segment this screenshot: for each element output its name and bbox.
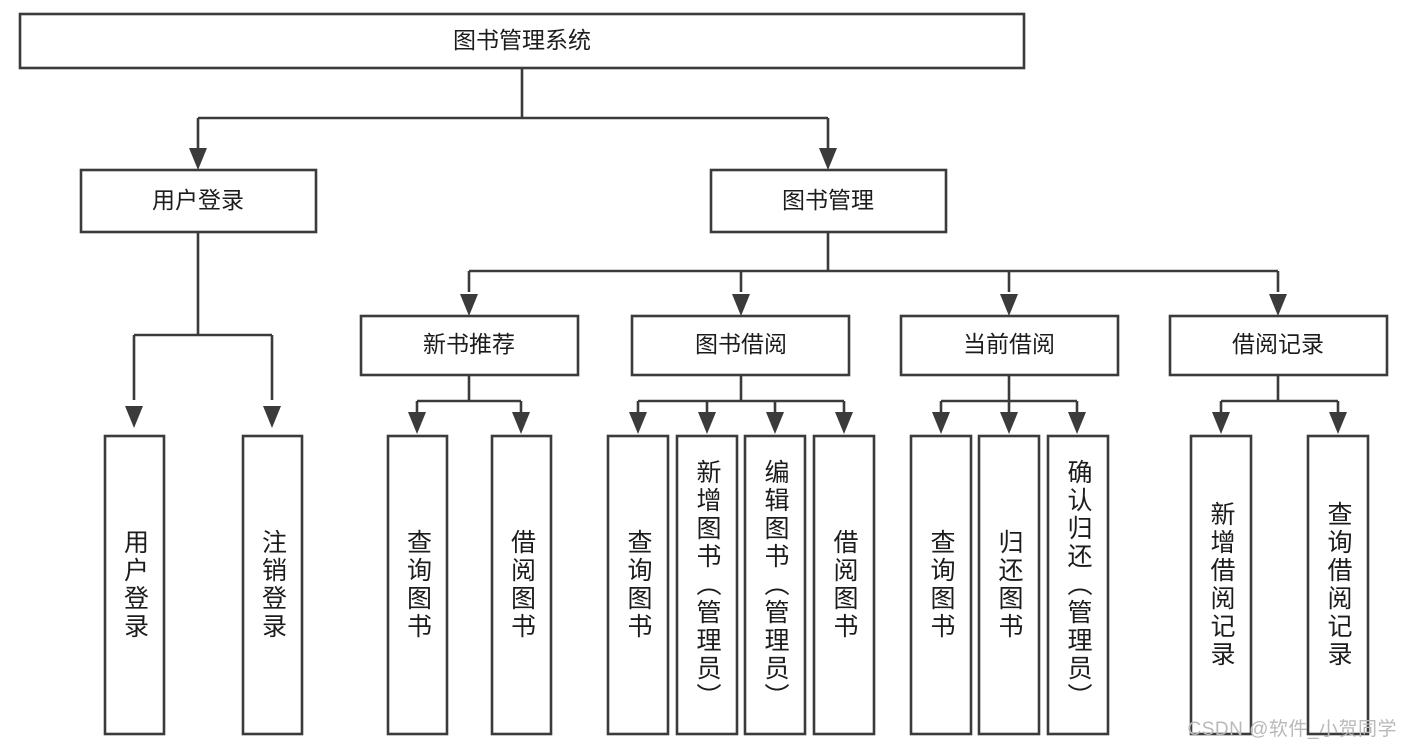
node-borrow-record[interactable]: 借阅记录 bbox=[1168, 314, 1389, 377]
arrow-to-borrow-record bbox=[1269, 294, 1287, 316]
connector-user-login-to-leaves bbox=[125, 232, 281, 428]
node-leaf-confirm-return[interactable] bbox=[1046, 434, 1110, 736]
node-new-book-recommend-label: 新书推荐 bbox=[423, 331, 515, 357]
connector-new-book-recommend-to-leaves bbox=[408, 375, 530, 434]
node-book-borrow[interactable]: 图书借阅 bbox=[630, 314, 851, 377]
arrow-to-book-borrow bbox=[732, 294, 750, 316]
connector-book-borrow-to-leaves bbox=[629, 375, 853, 434]
node-leaf-borrow-book-1[interactable] bbox=[490, 434, 553, 736]
arrow-to-leaf-query-book-1 bbox=[408, 412, 426, 434]
arrow-to-leaf-query-record bbox=[1329, 412, 1347, 434]
arrow-to-leaf-add-record bbox=[1212, 412, 1230, 434]
node-leaf-add-record[interactable] bbox=[1189, 434, 1253, 736]
node-current-borrow[interactable]: 当前借阅 bbox=[899, 314, 1120, 377]
node-leaf-user-login[interactable] bbox=[103, 434, 166, 736]
node-leaf-borrow-book-2[interactable] bbox=[812, 434, 876, 736]
arrow-to-book-manage bbox=[819, 148, 837, 170]
node-user-login-label: 用户登录 bbox=[152, 187, 244, 213]
arrow-to-leaf-add-book bbox=[698, 412, 716, 434]
node-leaf-query-record[interactable] bbox=[1306, 434, 1370, 736]
node-leaf-logout-login[interactable] bbox=[241, 434, 304, 736]
node-book-manage[interactable]: 图书管理 bbox=[709, 168, 948, 234]
arrow-to-leaf-edit-book bbox=[766, 412, 784, 434]
node-book-borrow-label: 图书借阅 bbox=[695, 331, 787, 357]
node-leaf-add-book[interactable] bbox=[675, 434, 739, 736]
arrow-to-user-login bbox=[189, 148, 207, 170]
arrow-to-current-borrow bbox=[1000, 294, 1018, 316]
arrow-to-leaf-return-book bbox=[1000, 412, 1018, 434]
arrow-to-leaf-borrow-book-1 bbox=[512, 412, 530, 434]
node-leaf-edit-book[interactable] bbox=[743, 434, 807, 736]
node-book-manage-label: 图书管理 bbox=[782, 187, 874, 213]
connector-current-borrow-to-leaves bbox=[932, 375, 1086, 434]
node-new-book-recommend[interactable]: 新书推荐 bbox=[359, 314, 580, 377]
node-leaf-query-book-2[interactable] bbox=[606, 434, 670, 736]
node-leaf-query-book-1[interactable] bbox=[386, 434, 449, 736]
node-borrow-record-label: 借阅记录 bbox=[1232, 331, 1324, 357]
csdn-watermark: CSDN @软件_小贺同学 bbox=[1187, 719, 1397, 740]
arrow-to-leaf-logout-login bbox=[263, 406, 281, 428]
node-leaf-return-book[interactable] bbox=[977, 434, 1041, 736]
node-root[interactable]: 图书管理系统 bbox=[18, 12, 1026, 70]
arrow-to-leaf-borrow-book-2 bbox=[835, 412, 853, 434]
arrow-to-leaf-query-book-3 bbox=[932, 412, 950, 434]
arrow-to-leaf-query-book-2 bbox=[629, 412, 647, 434]
node-user-login[interactable]: 用户登录 bbox=[79, 168, 318, 234]
node-current-borrow-label: 当前借阅 bbox=[963, 331, 1055, 357]
arrow-to-leaf-user-login bbox=[125, 406, 143, 428]
connector-root-to-level2 bbox=[189, 68, 837, 170]
node-leaf-query-book-3[interactable] bbox=[909, 434, 973, 736]
node-root-label: 图书管理系统 bbox=[453, 27, 591, 53]
arrow-to-new-book-recommend bbox=[460, 294, 478, 316]
connector-book-manage-to-level3 bbox=[460, 232, 1287, 316]
arrow-to-leaf-confirm-return bbox=[1068, 412, 1086, 434]
connector-borrow-record-to-leaves bbox=[1212, 375, 1347, 434]
